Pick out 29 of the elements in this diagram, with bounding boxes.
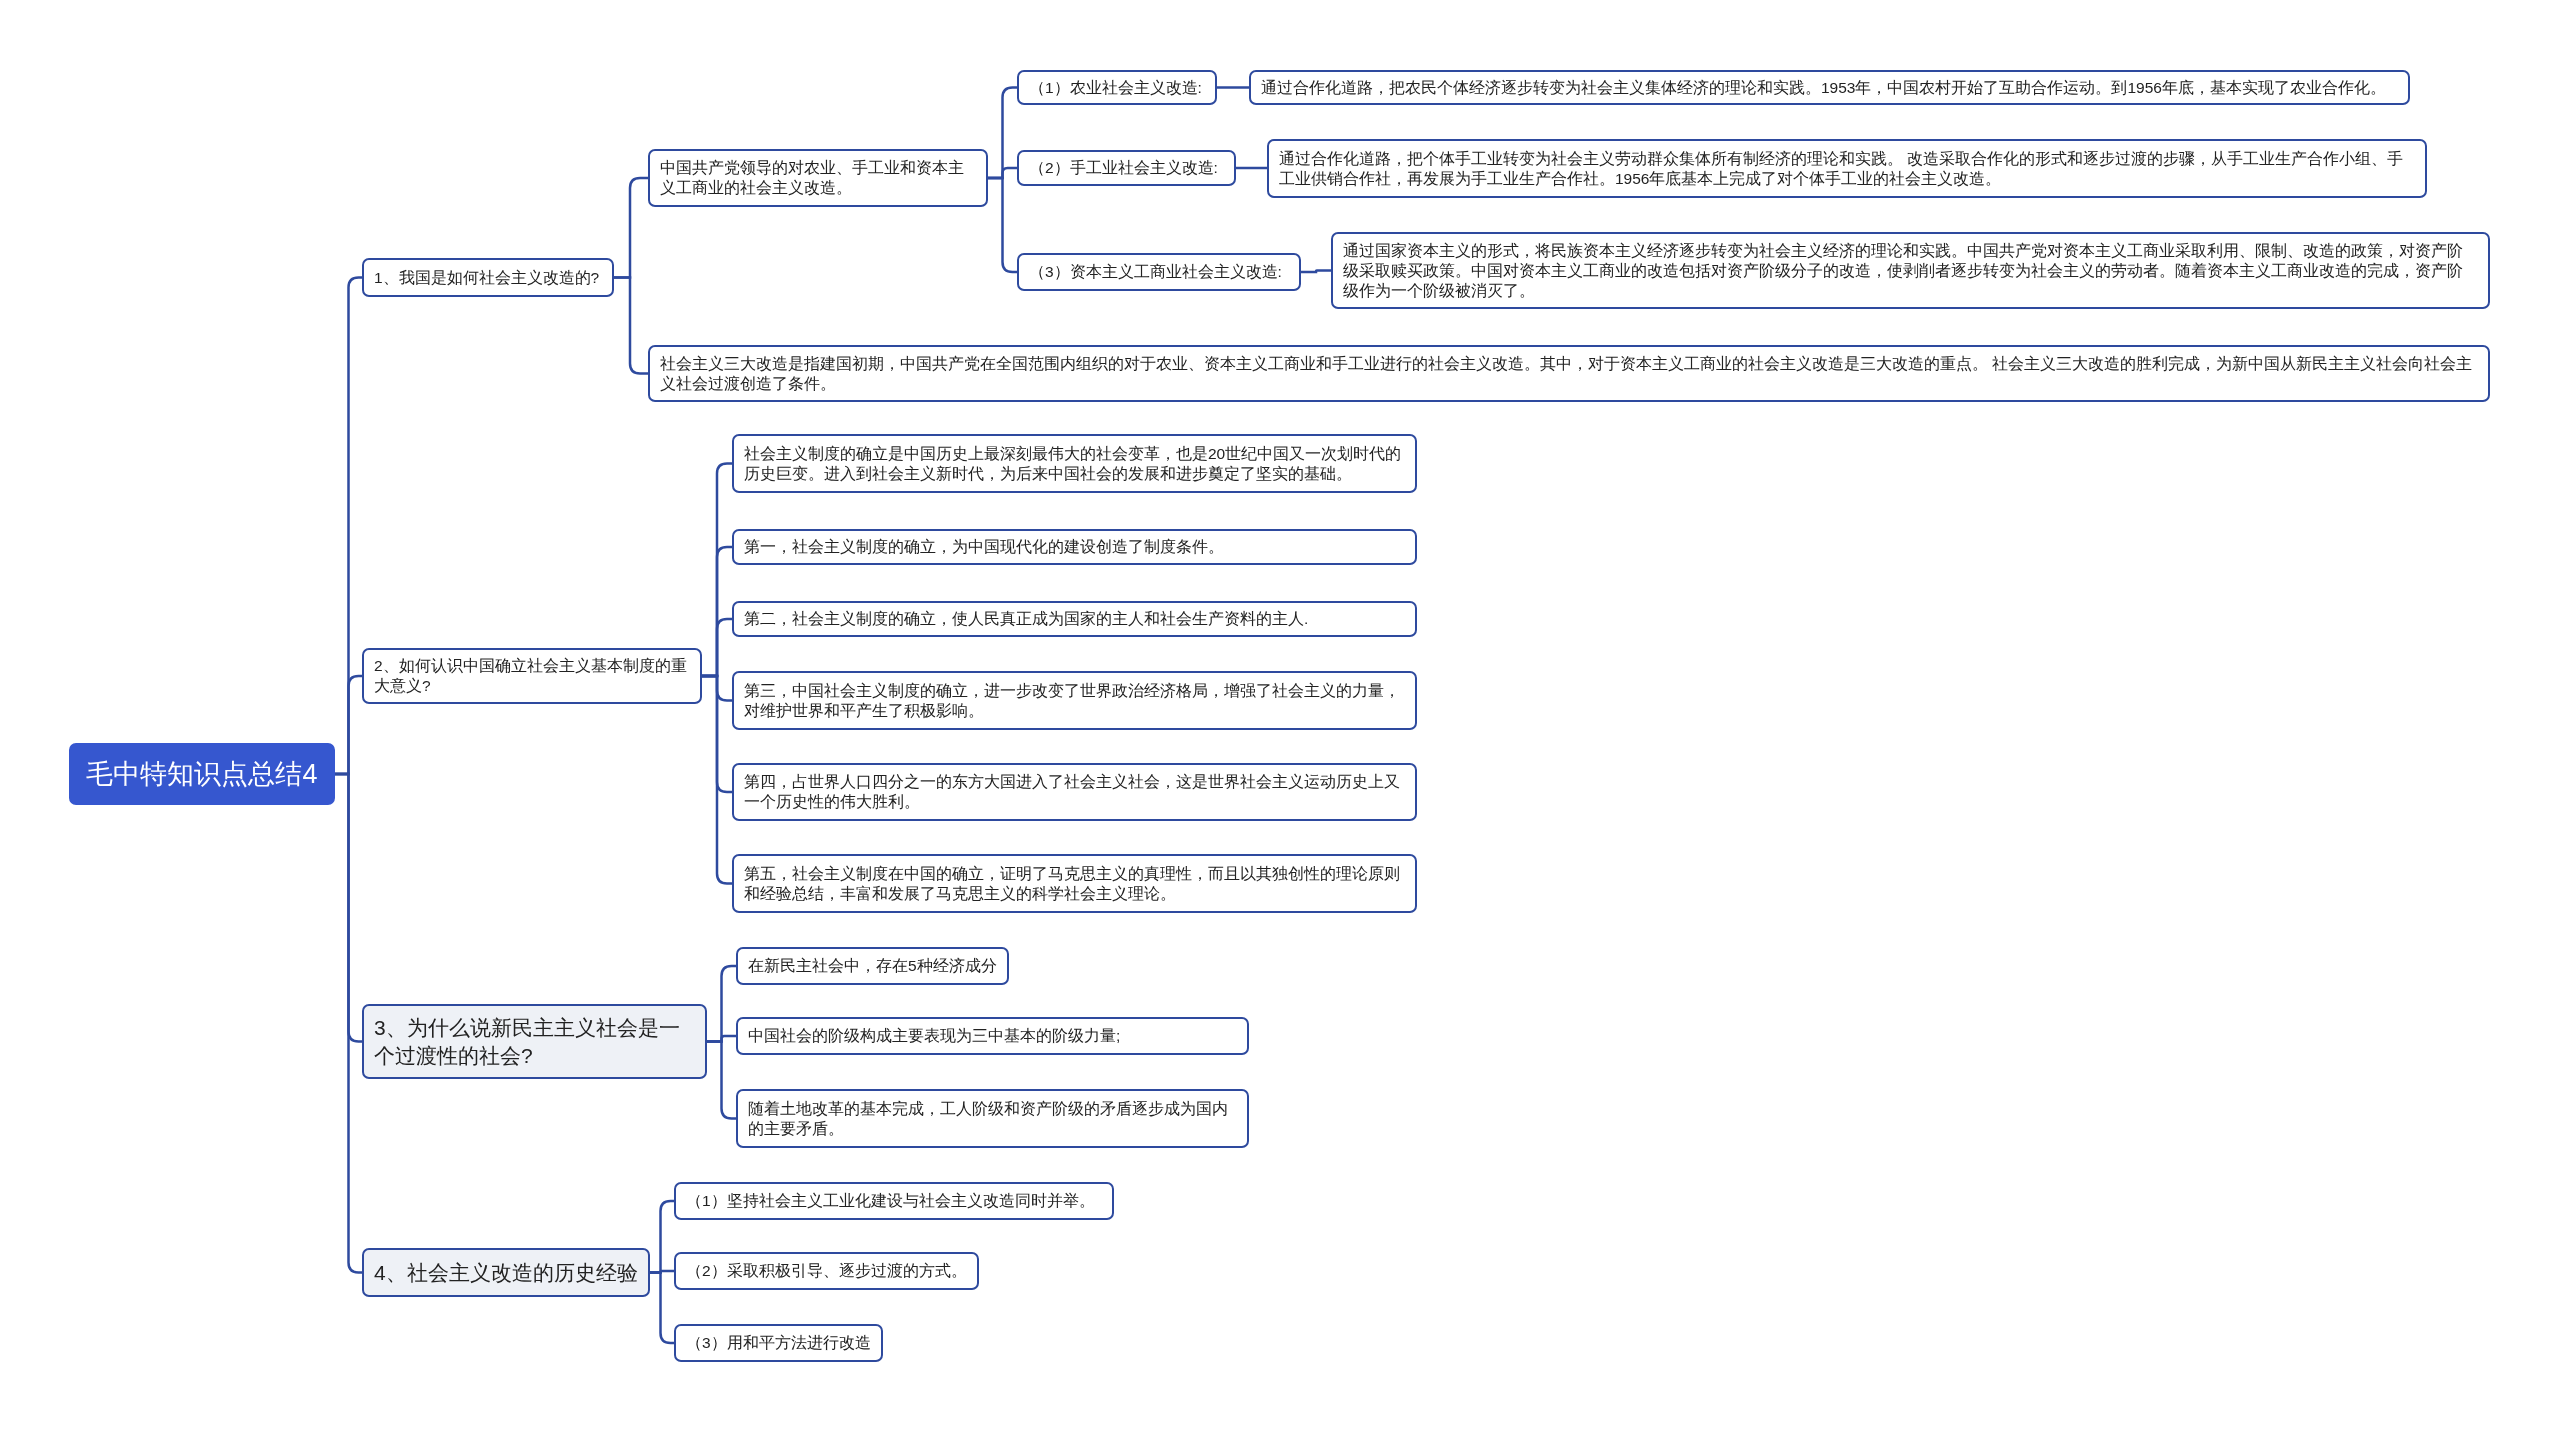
topic-box: 社会主义制度的确立是中国历史上最深刻最伟大的社会变革，也是20世纪中国又一次划时代的历史巨变。进入到社会主义新时代，为后来中国社会的发展和进步奠定了坚实的基础。 (732, 434, 1417, 493)
topic-box: （3）用和平方法进行改造 (674, 1324, 883, 1362)
topic-box: 第五，社会主义制度在中国的确立，证明了马克思主义的真理性，而且以其独创性的理论原则和经验总结，丰富和发展了马克思主义的科学社会主义理论。 (732, 854, 1417, 913)
topic-box: 通过国家资本主义的形式，将民族资本主义经济逐步转变为社会主义经济的理论和实践。中国共产党对资本主义工商业采取利用、限制、改造的政策，对资产阶级采取赎买政策。中国对资本主义工商业的改造包括对资产阶级分子的改造，使剥削者逐步转变为社会主义的劳动者。随着资本主义工商业改造的完成，资产阶级作为一个阶级被消灭了。 (1331, 232, 2490, 309)
topic-box: 4、社会主义改造的历史经验 (362, 1248, 650, 1297)
topic-box: 在新民主社会中，存在5种经济成分 (736, 947, 1009, 985)
topic-box: 中国社会的阶级构成主要表现为三中基本的阶级力量; (736, 1017, 1249, 1055)
topic-box: （1）农业社会主义改造: (1017, 70, 1217, 105)
topic-box: 第二，社会主义制度的确立，使人民真正成为国家的主人和社会生产资料的主人. (732, 601, 1417, 637)
topic-box: 第三，中国社会主义制度的确立，进一步改变了世界政治经济格局，增强了社会主义的力量，对维护世界和平产生了积极影响。 (732, 671, 1417, 730)
connector-line (614, 276, 648, 375)
topic-box: 社会主义三大改造是指建国初期，中国共产党在全国范围内组织的对于农业、资本主义工商业和手工业进行的社会主义改造。其中，对于资本主义工商业的社会主义改造是三大改造的重点。 社会主义三大改造的胜利完成，为新中国从新民主主义社会向社会主义社会过渡创造了条件。 (648, 345, 2490, 402)
topic-box: 1、我国是如何社会主义改造的? (362, 258, 614, 297)
topic-box: 通过合作化道路，把个体手工业转变为社会主义劳动群众集体所有制经济的理论和实践。 改造采取合作化的形式和逐步过渡的步骤，从手工业生产合作小组、手工业供销合作社，再发展为手工业生产合作社。1956年底基本上完成了对个体手工业的社会主义改造。 (1267, 139, 2427, 198)
connector-line (1236, 166, 1267, 170)
topic-box: 2、如何认识中国确立社会主义基本制度的重大意义? (362, 648, 702, 704)
topic-box: 随着土地改革的基本完成，工人阶级和资产阶级的矛盾逐步成为国内的主要矛盾。 (736, 1089, 1249, 1148)
connector-line (1301, 269, 1331, 274)
topic-box: 第一，社会主义制度的确立，为中国现代化的建设创造了制度条件。 (732, 529, 1417, 565)
topic-box: 通过合作化道路，把农民个体经济逐步转变为社会主义集体经济的理论和实践。1953年，中国农村开始了互助合作运动。到1956年底，基本实现了农业合作化。 (1249, 70, 2410, 105)
topic-box: 第四，占世界人口四分之一的东方大国进入了社会主义社会，这是世界社会主义运动历史上又一个历史性的伟大胜利。 (732, 763, 1417, 821)
root-topic: 毛中特知识点总结4 (69, 743, 335, 805)
topic-box: （2）手工业社会主义改造: (1017, 150, 1236, 186)
topic-box: 中国共产党领导的对农业、手工业和资本主义工商业的社会主义改造。 (648, 149, 988, 207)
topic-box: （1）坚持社会主义工业化建设与社会主义改造同时并举。 (674, 1182, 1114, 1220)
topic-box: （2）采取积极引导、逐步过渡的方式。 (674, 1252, 979, 1290)
topic-box: 3、为什么说新民主主义社会是一个过渡性的社会? (362, 1004, 707, 1079)
connector-line (1217, 86, 1249, 89)
topic-box: （3）资本主义工商业社会主义改造: (1017, 253, 1301, 291)
